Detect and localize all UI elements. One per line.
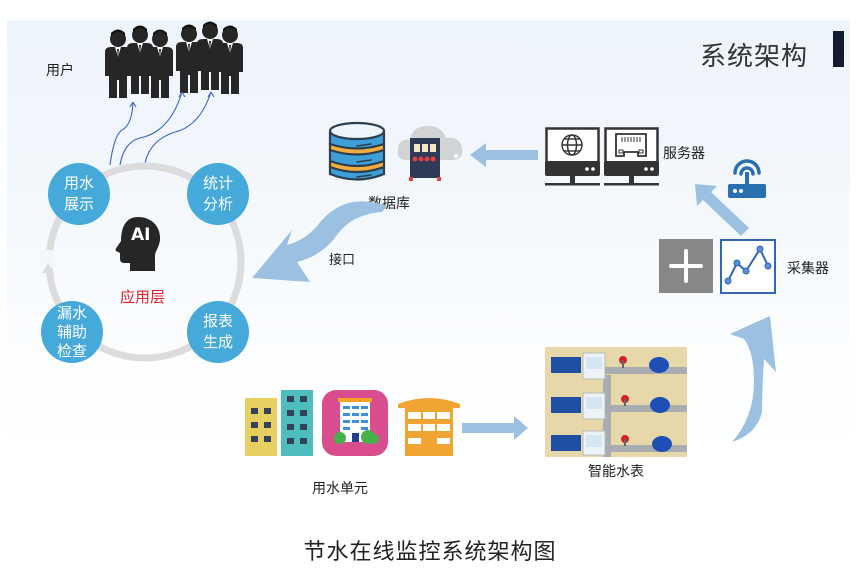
server-network-icon — [604, 127, 659, 186]
add-collector-button[interactable] — [659, 239, 713, 293]
office-building-app-icon — [322, 390, 388, 456]
collector-label: 采集器 — [787, 261, 829, 277]
water-units-label: 用水单元 — [312, 481, 368, 497]
warehouse-icon — [398, 398, 460, 456]
meter-to-collector-arrow — [730, 316, 776, 442]
users-label: 用户 — [46, 63, 74, 79]
figure-caption: 节水在线监控系统架构图 — [303, 540, 557, 565]
meter-row — [551, 392, 687, 420]
cycle-arrowhead-icon — [42, 263, 54, 273]
building-yellow-icon — [245, 398, 277, 456]
module-statistics-analysis[interactable]: 统计 分析 — [187, 163, 249, 225]
meter-row — [551, 430, 687, 456]
units-to-meter-arrow — [462, 416, 528, 440]
application-layer-label: 应用层 — [120, 288, 166, 306]
module-report-generation[interactable]: 报表 生成 — [187, 301, 249, 363]
flow-arrow — [109, 101, 134, 166]
router-wifi-icon — [728, 159, 766, 198]
section-title: 系统架构 — [700, 42, 809, 72]
user-flow-arrows — [109, 91, 215, 166]
person-icon — [217, 25, 243, 94]
ai-badge: AI — [131, 225, 151, 245]
collector-chart-icon — [720, 239, 776, 294]
server-web-icon — [545, 127, 600, 186]
module-leak-inspection[interactable]: 漏水 辅助 检查 — [41, 301, 103, 363]
server-to-db-arrow — [470, 143, 538, 167]
cycle-ring — [40, 162, 245, 362]
smart-meter-label: 智能水表 — [588, 464, 644, 480]
smart-meter-photo — [545, 347, 687, 457]
meter-row — [551, 352, 687, 380]
interface-flow-arrow — [252, 201, 387, 282]
cloud-server-icon — [397, 126, 463, 181]
title-accent-bar — [833, 31, 844, 67]
database-icon — [328, 121, 386, 181]
building-teal-icon — [281, 390, 313, 456]
module-water-display[interactable]: 用水 展示 — [48, 163, 110, 225]
interface-label: 接口 — [329, 253, 356, 268]
flow-arrow — [144, 91, 212, 164]
ai-head-icon — [115, 217, 161, 271]
server-label: 服务器 — [663, 146, 705, 162]
flow-arrow — [119, 91, 183, 166]
collector-to-server-arrow — [695, 184, 749, 236]
